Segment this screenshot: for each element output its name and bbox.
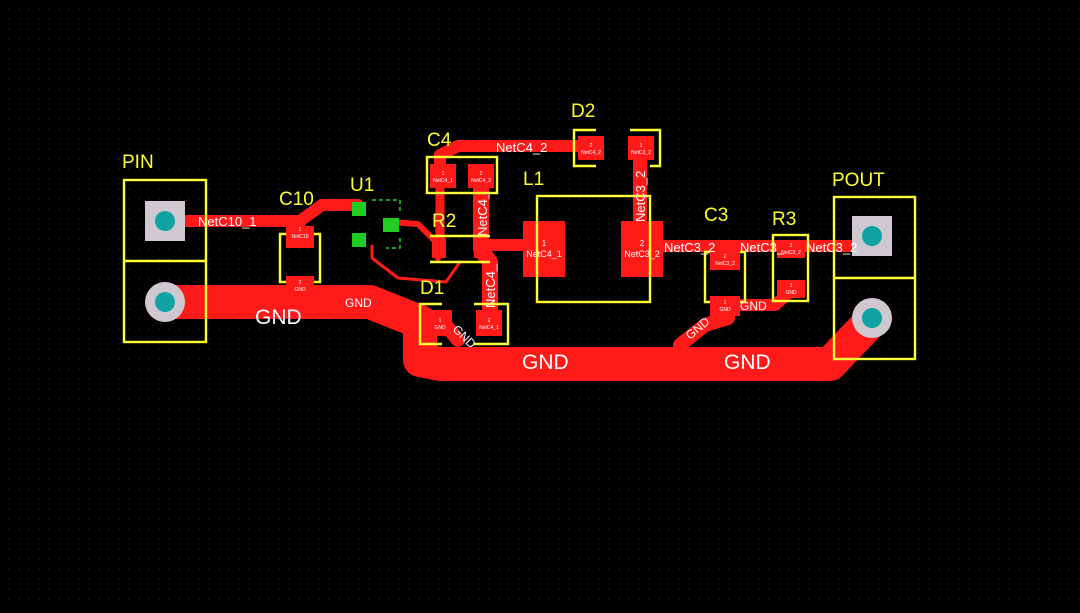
pad-c10-2[interactable] xyxy=(286,276,314,296)
ref-l1: L1 xyxy=(523,169,544,190)
pad-l1-2-net: NetC3_2 xyxy=(624,249,660,259)
pad-c3-2-num: 2 xyxy=(724,254,727,260)
silkscreen-layer xyxy=(122,128,917,361)
reference-designators: PIN POUT C10 U1 C4 D2 L1 R2 D1 C3 R3 xyxy=(122,101,885,299)
pad-c4-1[interactable] xyxy=(430,164,456,188)
through-hole-layer xyxy=(145,201,892,338)
pad-r3-2-net: NetC3_2 xyxy=(781,250,801,256)
pad-d2-1-net: NetC3_2 xyxy=(631,150,651,156)
silk-l1 xyxy=(535,194,652,304)
pad-d2-2-num: 2 xyxy=(590,143,593,149)
net-label-netc4-vertical: NetC4_ xyxy=(475,191,490,236)
pad-c3-2-net: NetC3_2 xyxy=(715,261,735,267)
pad-c3-1-num: 1 xyxy=(724,300,727,306)
silk-r2 xyxy=(430,234,490,264)
pad-r2-2[interactable] xyxy=(474,238,488,258)
trace-netc10-1[interactable] xyxy=(159,199,364,227)
pad-u1-2[interactable] xyxy=(352,233,366,247)
pad-l1-2[interactable] xyxy=(621,221,663,277)
pad-d1-1-num: 1 xyxy=(439,318,442,324)
ref-c3: C3 xyxy=(704,205,728,226)
pad-d2-2[interactable] xyxy=(578,136,604,160)
pad-c4-1-net: NetC4_1 xyxy=(433,178,453,184)
silk-d1 xyxy=(418,302,510,346)
trace-gnd-left[interactable] xyxy=(148,285,437,339)
trace-gnd-c3[interactable] xyxy=(673,311,735,352)
net-label-gnd-right: GND xyxy=(724,351,771,374)
pad-r3-1-num: 1 xyxy=(790,283,793,289)
pad-c4-2[interactable] xyxy=(468,164,494,188)
trace-u1-d1[interactable] xyxy=(370,244,462,284)
net-label-netc4-2: NetC4_2 xyxy=(496,140,547,155)
net-label-gnd-r3: GND xyxy=(740,299,767,313)
net-label-netc10-1: NetC10_1 xyxy=(198,214,257,229)
pad-d2-1[interactable] xyxy=(628,136,654,160)
silk-u1-selection xyxy=(372,199,401,249)
trace-gnd-bottom[interactable] xyxy=(403,303,889,381)
net-label-netc3-vertical: NetC3_2 xyxy=(633,171,648,222)
pad-d1-1[interactable] xyxy=(428,310,452,336)
pad-r3-2[interactable] xyxy=(777,240,805,258)
pad-c10-1[interactable] xyxy=(286,226,314,248)
ref-u1: U1 xyxy=(350,175,374,196)
pad-d1-1-net: GND xyxy=(434,325,446,331)
ref-d1: D1 xyxy=(420,278,444,299)
silk-c10 xyxy=(278,232,322,284)
pad-d1-2-net: NetC4_1 xyxy=(479,325,499,331)
pad-u1-1[interactable] xyxy=(352,202,366,216)
pad-d1-2-num: 2 xyxy=(488,318,491,324)
net-label-gnd-small: GND xyxy=(345,296,372,310)
pad-c10-2-num: 2 xyxy=(299,280,302,286)
net-label-gnd-center: GND xyxy=(522,351,569,374)
pin-pad-1-hole xyxy=(155,211,175,231)
pad-c3-1[interactable] xyxy=(710,296,740,316)
pad-l1-2-num: 2 xyxy=(640,239,645,248)
net-label-netc3-right-b: NetC3_ xyxy=(740,240,785,255)
pout-pad-2-hole xyxy=(862,308,882,328)
pad-c3-1-net: GND xyxy=(719,307,731,313)
ref-pin: PIN xyxy=(122,152,154,173)
pad-d1-2[interactable] xyxy=(476,310,502,336)
silk-c4 xyxy=(425,155,499,195)
pad-c3-2[interactable] xyxy=(710,250,740,270)
pad-c10-1-net: NetC10 xyxy=(292,234,309,240)
pad-c4-1-num: 1 xyxy=(442,171,445,177)
pad-l1-1-num: 1 xyxy=(542,239,547,248)
ref-r2: R2 xyxy=(432,211,456,232)
pad-l1-1-net: NetC4_1 xyxy=(526,249,562,259)
pad-c4-2-net: NetC4_2 xyxy=(471,178,491,184)
ref-pout: POUT xyxy=(832,170,885,191)
net-label-gnd-left: GND xyxy=(255,306,302,329)
net-label-netc4-lower: NetC4_ xyxy=(483,263,498,308)
pad-c4-2-num: 2 xyxy=(480,171,483,177)
pads-layer: 1 NetC10 2 GND 1 NetC4_1 2 NetC3_2 1 GND… xyxy=(286,136,805,336)
copper-layer xyxy=(148,140,889,381)
pad-u1-3[interactable] xyxy=(383,218,399,232)
net-labels: GND GND GND GND GND GND GND NetC10_1 Net… xyxy=(198,140,857,374)
pad-c10-1-num: 1 xyxy=(299,227,302,233)
ref-c4: C4 xyxy=(427,130,452,151)
pad-l1-1[interactable] xyxy=(523,221,565,277)
silk-c3 xyxy=(703,250,747,304)
pad-r3-1-net: GND xyxy=(785,290,797,296)
pad-r3-2-num: 2 xyxy=(790,243,793,249)
pout-pad-1-hole xyxy=(862,226,882,246)
silk-r3 xyxy=(771,233,810,303)
pad-r3-1[interactable] xyxy=(777,280,805,298)
ref-r3: R3 xyxy=(772,209,796,230)
net-label-netc3-right-a: NetC3_2 xyxy=(664,240,715,255)
pad-c10-2-net: GND xyxy=(294,287,306,293)
ref-c10: C10 xyxy=(279,189,314,210)
pad-d2-2-net: NetC4_2 xyxy=(581,150,601,156)
net-label-netc3-right-c: NetC3_2 xyxy=(806,240,857,255)
silk-d2 xyxy=(572,128,662,168)
pin-pad-2-hole xyxy=(155,292,175,312)
pad-r2-1[interactable] xyxy=(432,238,446,258)
ref-d2: D2 xyxy=(571,101,595,122)
pad-d2-1-num: 1 xyxy=(640,143,643,149)
